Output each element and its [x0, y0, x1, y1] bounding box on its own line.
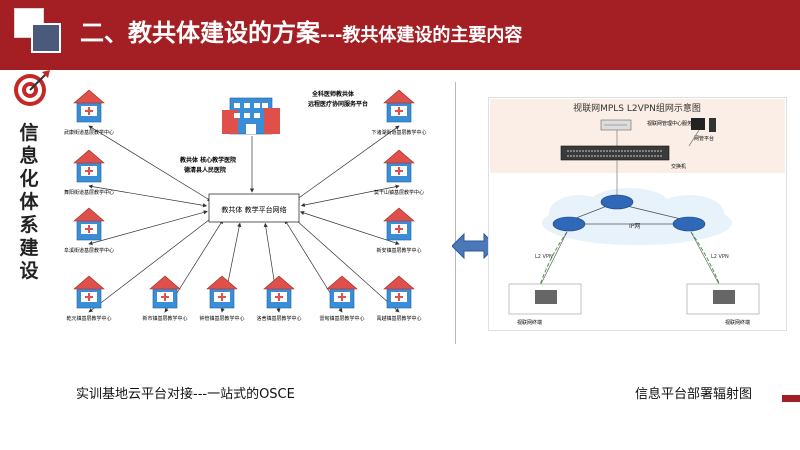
platform-box — [208, 193, 300, 223]
connection-arrow — [88, 184, 208, 208]
clinic-house-icon — [73, 207, 105, 241]
clinic-label: 洛舍镇基层教学中心 — [256, 315, 301, 322]
side-title-char: 化 — [19, 168, 39, 190]
top-label-2: 远程医疗协同服务平台 — [308, 100, 368, 108]
logo-square-front — [31, 23, 61, 53]
title-main: 二、教共体建设的方案 — [80, 19, 320, 47]
caption-left: 实训基地云平台对接---一站式的OSCE — [76, 387, 295, 402]
clinic-label: 乾元镇基层教学中心 — [66, 315, 111, 322]
clinic-house-icon — [73, 149, 105, 183]
link-label-left: L2 VPN — [535, 254, 553, 260]
side-title-char: 设 — [19, 260, 39, 282]
monitor-icon — [691, 118, 716, 132]
target-icon — [12, 68, 52, 108]
clinic-label: 下渚湖街道基层教学中心 — [371, 129, 426, 136]
clinic-house-icon — [383, 89, 415, 123]
clinic-house-icon — [383, 275, 415, 309]
site-label-left: 视联网终端 — [517, 319, 542, 326]
clinic-label: 武康街道基层教学中心 — [64, 129, 114, 136]
side-vertical-title: 信息化体系建设 — [14, 122, 44, 283]
clinic-house-icon — [149, 275, 181, 309]
side-title-char: 息 — [19, 145, 39, 167]
core-label-1: 教共体 核心教学医院 — [179, 156, 236, 164]
clinic-label: 新市镇基层教学中心 — [142, 315, 187, 322]
connection-arrow — [88, 210, 208, 246]
network-diagram: 全科医师教共体 远程医疗协同服务平台 教共体 核心教学医院 德清县人民医院 教共… — [62, 84, 445, 342]
page-title: 二、教共体建设的方案---教共体建设的主要内容 — [80, 13, 522, 48]
vpn-title: 视联网MPLS L2VPN组网示意图 — [573, 102, 701, 114]
clinic-label: 莫干山镇基层教学中心 — [374, 189, 424, 196]
clinic-house-icon — [73, 275, 105, 309]
header-bar: 二、教共体建设的方案---教共体建设的主要内容 — [0, 0, 800, 70]
title-sep: --- — [320, 25, 343, 46]
clinic-label: 舞阳街道基层教学中心 — [64, 189, 114, 196]
core-label-2: 德清县人民医院 — [183, 166, 226, 174]
hospital-building-icon — [222, 97, 280, 135]
server-icon — [600, 119, 632, 131]
connection-arrow — [295, 125, 400, 201]
clinic-label: 雷甸镇基层教学中心 — [319, 315, 364, 322]
title-sub: 教共体建设的主要内容 — [342, 25, 523, 46]
side-title-char: 信 — [19, 122, 39, 144]
clinic-house-icon — [383, 149, 415, 183]
clinic-label: 禹越镇基层教学中心 — [376, 315, 421, 322]
server-label: 视联网管理中心服务器 — [647, 120, 697, 127]
router-icon — [552, 194, 706, 232]
clinic-label: 阜溪街道基层教学中心 — [64, 247, 114, 254]
clinic-house-icon — [73, 89, 105, 123]
top-label-1: 全科医师教共体 — [311, 90, 355, 98]
terminal-label: 网管平台 — [694, 135, 714, 142]
clinic-house-icon — [383, 207, 415, 241]
cloud-icon — [542, 188, 732, 245]
cloud-label: IP网 — [629, 223, 640, 230]
corner-accent-bar — [782, 395, 800, 402]
side-title-char: 建 — [19, 237, 39, 259]
clinic-label: 钟管镇基层教学中心 — [199, 315, 244, 322]
clinic-house-icon — [326, 275, 358, 309]
side-title-char: 体 — [19, 191, 39, 213]
site-label-right: 视联网终端 — [725, 319, 750, 326]
platform-label: 教共体 教学平台网络 — [221, 205, 286, 214]
link-label-right: L2 VPN — [711, 254, 729, 260]
side-title-char: 系 — [19, 214, 39, 236]
vpn-diagram: 视联网MPLS L2VPN组网示意图 视联网管理中心服务器 网管平台 交换机 — [488, 97, 787, 331]
switch-icon — [560, 145, 670, 161]
switch-label: 交换机 — [671, 163, 686, 170]
clinic-label: 新安镇基层教学中心 — [376, 247, 421, 254]
terminal-icon — [535, 290, 735, 304]
connection-arrow — [299, 210, 400, 245]
clinic-house-icon — [206, 275, 238, 309]
caption-right: 信息平台部署辐射图 — [635, 387, 753, 402]
divider-line — [455, 82, 456, 344]
clinic-house-icon — [263, 275, 295, 309]
